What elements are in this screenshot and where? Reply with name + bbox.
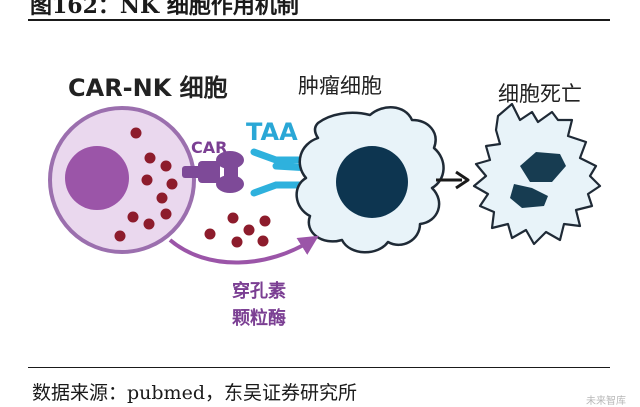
watermark: 未来智库 (586, 396, 626, 407)
perforin-label: 穿孔素 (232, 280, 286, 302)
car-nk-cell (48, 106, 196, 254)
bottom-rule (28, 367, 610, 368)
nk-cell-nucleus (65, 146, 129, 210)
tumor-cell-label: 肿瘤细胞 (298, 74, 382, 98)
car-label: CAR (191, 138, 227, 157)
granzyme-label: 颗粒酶 (232, 307, 286, 329)
secreted-granules (204, 212, 271, 248)
dying-nucleus-lower (510, 184, 548, 208)
taa-label: TAA (246, 118, 298, 146)
intracellular-granules (114, 127, 178, 242)
tumor-cell-nucleus (336, 146, 408, 218)
dying-cell (472, 102, 602, 246)
data-source: 数据来源：pubmed，东吴证券研究所 (32, 382, 357, 404)
tumor-cell (295, 106, 445, 254)
figure-title: 图162：NK 细胞作用机制 (30, 0, 299, 19)
mechanism-diagram: CAR-NK 细胞 肿瘤细胞 细胞死亡 CAR TAA 穿孔素 颗粒酶 (48, 74, 602, 329)
cell-death-label: 细胞死亡 (498, 82, 582, 106)
secretion-arrow (168, 235, 319, 265)
top-rule (28, 19, 610, 21)
dying-nucleus-upper (520, 152, 566, 182)
car-nk-label: CAR-NK 细胞 (68, 74, 228, 102)
death-arrow (436, 170, 470, 190)
car-receptor (182, 151, 244, 193)
